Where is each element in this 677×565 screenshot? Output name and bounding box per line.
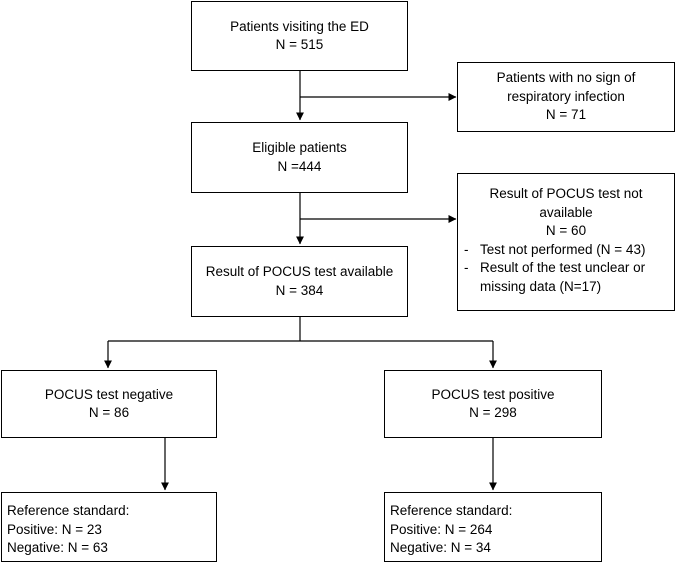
positive-title: POCUS test positive [431,386,555,402]
bullet-text: Test not performed (N = 43) [480,241,646,257]
bullet-dash: - [464,260,469,275]
ref-neg-title: Reference standard: [7,503,130,518]
box-eligible-patients: Eligible patients N =444 [191,122,408,193]
box-reference-negative-branch: Reference standard: Positive: N = 23 Neg… [1,492,217,562]
ref-pos-title: Reference standard: [390,503,513,518]
visiting-title: Patients visiting the ED [230,18,369,34]
not-available-title-1: Result of POCUS test not [489,186,643,201]
negative-count: N = 86 [88,405,130,420]
positive-count: N = 298 [469,405,517,420]
bullet-text: missing data (N=17) [480,278,602,294]
bullet-item-continuation: missing data (N=17) [458,278,674,297]
bullet-item: - Result of the test unclear or [458,259,674,278]
available-count: N = 384 [275,282,324,298]
bullet-text: Result of the test unclear or [480,260,646,275]
box-no-sign-infection: Patients with no sign of respiratory inf… [457,62,675,132]
not-available-count: N = 60 [545,223,587,238]
box-reference-positive-branch: Reference standard: Positive: N = 264 Ne… [384,492,602,562]
eligible-title: Eligible patients [252,140,347,155]
box-patients-visiting: Patients visiting the ED N = 515 [191,1,408,71]
bullet-dash: - [464,241,469,257]
ref-pos-negative: Negative: N = 34 [390,540,491,555]
box-pocus-available: Result of POCUS test available N = 384 [191,246,408,317]
box-pocus-positive: POCUS test positive N = 298 [384,370,602,438]
no-sign-title-2: respiratory infection [507,88,625,104]
no-sign-count: N = 71 [545,107,587,123]
box-pocus-not-available: Result of POCUS test not available N = 6… [457,173,675,311]
no-sign-title-1: Patients with no sign of [496,70,636,86]
ref-neg-negative: Negative: N = 63 [7,540,108,555]
negative-title: POCUS test negative [44,386,174,402]
visiting-count: N = 515 [275,37,324,52]
bullet-indent [458,278,480,297]
box-pocus-negative: POCUS test negative N = 86 [1,370,217,438]
bullet-item: - Test not performed (N = 43) [458,241,674,260]
not-available-title-2: available [539,204,593,220]
ref-pos-positive: Positive: N = 264 [390,521,493,537]
available-title: Result of POCUS test available [205,264,394,279]
eligible-count: N =444 [277,158,322,174]
ref-neg-positive: Positive: N = 23 [7,521,102,537]
